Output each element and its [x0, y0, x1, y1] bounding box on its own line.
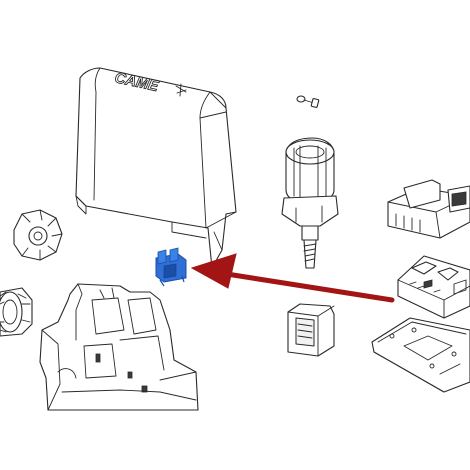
- pinion-gear-part[interactable]: [0, 287, 33, 337]
- base-housing-part[interactable]: [39, 283, 199, 411]
- transformer-part[interactable]: [287, 303, 335, 357]
- board-mount-plate-part[interactable]: [371, 317, 470, 393]
- gear-hub-part[interactable]: [13, 209, 63, 261]
- connector-part[interactable]: [155, 247, 187, 287]
- control-board-part[interactable]: [397, 255, 470, 319]
- terminal-board-part[interactable]: [387, 179, 470, 239]
- motor-part[interactable]: [281, 137, 339, 269]
- screw-part[interactable]: [296, 95, 320, 108]
- pointer-arrow: [190, 253, 395, 303]
- cover-part[interactable]: CAME: [75, 67, 237, 269]
